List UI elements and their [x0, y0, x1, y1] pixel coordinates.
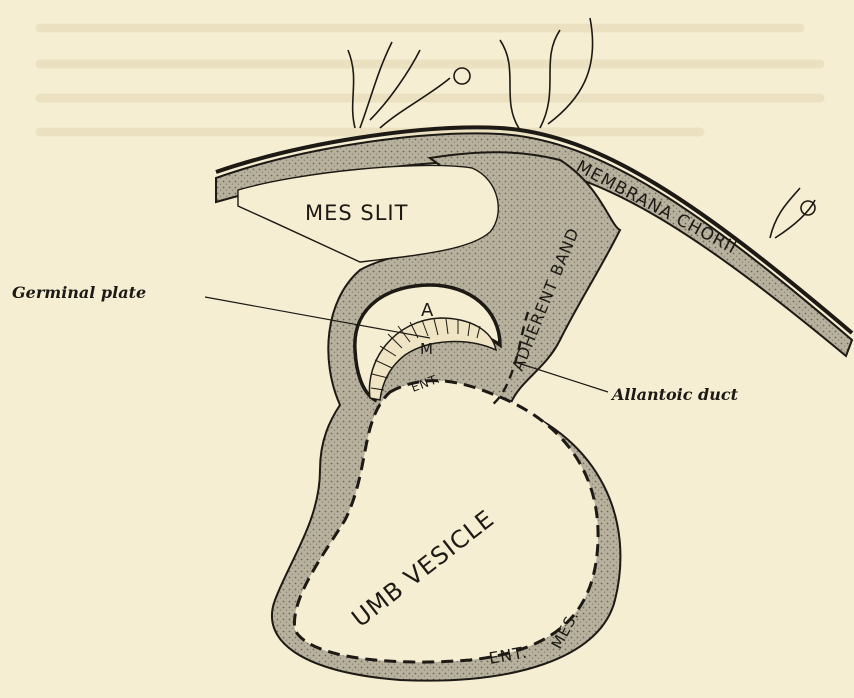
- label-allantoic-duct: Allantoic duct: [610, 385, 739, 404]
- bleed-through-lines: [40, 28, 820, 132]
- label-germinal-plate: Germinal plate: [12, 283, 146, 302]
- label-mes-slit: MES SLIT: [305, 201, 408, 225]
- label-m: M: [420, 340, 434, 358]
- label-a: A: [421, 300, 434, 321]
